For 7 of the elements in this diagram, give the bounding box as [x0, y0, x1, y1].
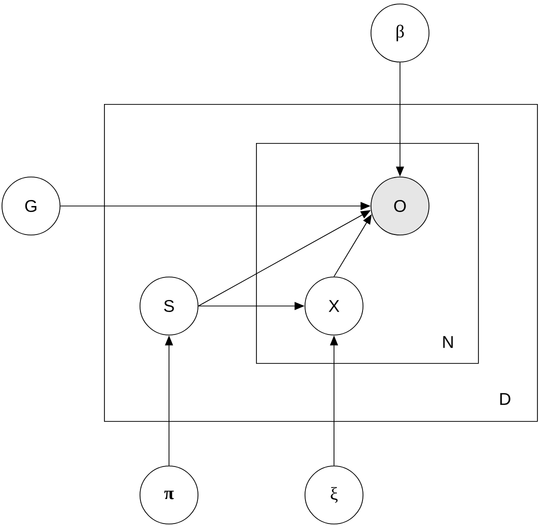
circle-node: S [140, 276, 198, 336]
circle-node: G [2, 176, 60, 236]
circle-node: β [370, 4, 430, 62]
circle-node: ξ [304, 466, 364, 524]
circle-node: X [304, 276, 364, 336]
circle-node: π [140, 466, 198, 524]
shaded-circle-node: O [370, 176, 430, 236]
